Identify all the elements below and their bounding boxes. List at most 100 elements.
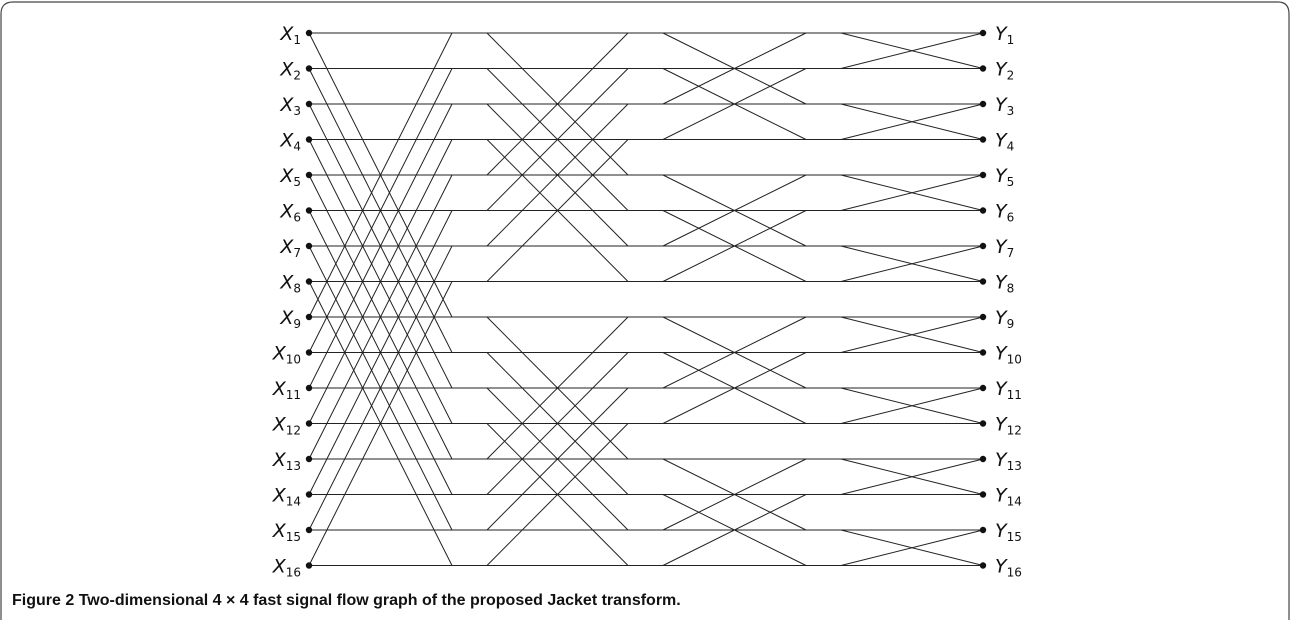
input-label-letter: X: [279, 23, 294, 45]
output-node: [979, 562, 987, 569]
input-node: [305, 136, 313, 143]
input-node: [305, 100, 313, 108]
output-label-index: 2: [1007, 69, 1015, 83]
stage3-cross-edge: [662, 458, 807, 531]
input-label-letter: X: [272, 378, 287, 400]
output-label-letter: Y: [995, 165, 1008, 187]
input-label-letter: X: [272, 485, 287, 507]
output-label-index: 16: [1007, 566, 1022, 580]
output-label: Y13: [995, 449, 1022, 473]
stage1-cross-edge: [308, 281, 453, 566]
stage1-cross-edge: [308, 68, 453, 353]
stage1-cross-edge: [308, 32, 453, 318]
output-label: Y1: [995, 23, 1014, 47]
output-label-index: 4: [1007, 140, 1015, 154]
input-label-index: 14: [286, 495, 301, 509]
output-node: [979, 242, 987, 250]
input-label-index: 13: [286, 459, 301, 473]
stage3-cross-edge: [662, 68, 807, 140]
input-label: X12: [272, 414, 301, 438]
input-label-letter: X: [279, 236, 294, 258]
input-label-index: 11: [286, 388, 301, 402]
input-node: [305, 420, 313, 427]
output-node: [979, 29, 987, 37]
input-label-index: 4: [293, 140, 301, 154]
input-label-index: 6: [293, 211, 301, 225]
input-label-index: 5: [293, 175, 301, 189]
output-label: Y14: [995, 485, 1022, 509]
input-node: [305, 207, 313, 214]
input-label: X7: [279, 236, 301, 260]
figure-caption: Figure 2 Two-dimensional 4 × 4 fast sign…: [12, 592, 1272, 610]
input-label: X5: [279, 165, 301, 189]
input-label: X10: [272, 343, 301, 367]
input-label-index: 7: [293, 246, 301, 260]
input-node: [305, 526, 313, 534]
input-label-letter: X: [279, 201, 294, 223]
output-label-letter: Y: [995, 520, 1008, 542]
input-node: [305, 29, 313, 37]
stage2-cross-edge: [486, 316, 629, 460]
input-label-index: 9: [293, 317, 301, 331]
output-node: [979, 455, 987, 463]
input-label-letter: X: [279, 59, 294, 81]
input-node: [305, 384, 313, 392]
input-label-index: 12: [286, 424, 301, 438]
output-label-letter: Y: [995, 236, 1008, 258]
stage1-cross-edge: [308, 103, 453, 389]
output-node: [979, 384, 987, 392]
output-label-letter: Y: [995, 272, 1008, 294]
output-node: [979, 491, 987, 498]
output-node: [979, 278, 987, 285]
output-label-index: 10: [1007, 353, 1022, 367]
output-label: Y8: [995, 272, 1014, 296]
output-node: [979, 526, 987, 534]
output-label: Y6: [995, 201, 1014, 225]
input-label: X6: [279, 201, 301, 225]
stage1-cross-edge: [308, 174, 453, 460]
input-label-letter: X: [279, 94, 294, 116]
output-label-index: 3: [1007, 104, 1015, 118]
input-label: X9: [279, 307, 301, 331]
output-label-index: 7: [1007, 246, 1015, 260]
output-label: Y9: [995, 307, 1014, 331]
output-label: Y7: [995, 236, 1014, 260]
output-label: Y3: [995, 94, 1014, 118]
output-label-index: 1: [1007, 33, 1015, 47]
stage1-cross-edge: [308, 139, 453, 424]
input-label-index: 10: [286, 353, 301, 367]
output-label: Y10: [995, 343, 1022, 367]
output-label: Y2: [995, 59, 1014, 83]
stage4-cross-edge: [840, 387, 984, 424]
input-label-index: 8: [293, 282, 301, 296]
input-node: [305, 491, 313, 498]
input-node: [305, 65, 313, 72]
stage2-cross-edge: [486, 103, 629, 247]
stage2-cross-edge: [486, 423, 629, 566]
flow-graph-nodes: [305, 29, 987, 569]
input-label-index: 3: [293, 104, 301, 118]
input-label-index: 1: [293, 33, 301, 47]
input-label: X14: [272, 485, 301, 509]
stage3-cross-edge: [662, 210, 807, 282]
output-label-index: 9: [1007, 317, 1015, 331]
flow-graph-edges: [308, 32, 984, 566]
stage3-cross-edge: [662, 352, 807, 424]
stage2-cross-edge: [486, 352, 629, 495]
input-node: [305, 455, 313, 463]
input-label-letter: X: [272, 449, 287, 471]
input-label: X2: [279, 59, 301, 83]
input-label: X15: [272, 520, 301, 544]
output-label-letter: Y: [995, 307, 1008, 329]
output-label-letter: Y: [995, 130, 1008, 152]
stage2-cross-edge: [486, 68, 629, 211]
output-label-index: 13: [1007, 459, 1022, 473]
input-label-letter: X: [279, 272, 294, 294]
input-label-letter: X: [272, 556, 287, 578]
output-label: Y11: [995, 378, 1022, 402]
input-node: [305, 349, 313, 356]
input-node: [305, 242, 313, 250]
output-label: Y12: [995, 414, 1022, 438]
